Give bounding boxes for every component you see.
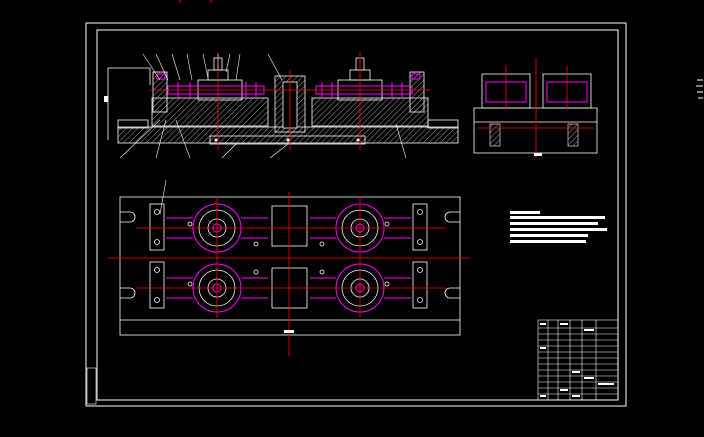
plan-right-jaw-bottom: [412, 261, 428, 309]
note-bar-6: [510, 240, 586, 243]
title-block: [537, 319, 619, 401]
plan-center-lines: [108, 192, 470, 356]
side-label-box: [86, 367, 97, 405]
plan-jaw-bolts: [154, 209, 423, 303]
plan-leader-line: [159, 179, 167, 215]
title-block-text-marks: [540, 323, 614, 397]
title-block-frame: [537, 319, 619, 401]
side-center-lines: [478, 58, 594, 158]
note-bar-5: [510, 234, 588, 237]
note-bar-4: [510, 228, 607, 231]
note-bar-2: [510, 216, 605, 219]
side-hatch: [489, 123, 579, 147]
side-view: [473, 58, 598, 158]
right-clamp-body: [311, 97, 429, 127]
plan-clamp-arms: [166, 217, 411, 299]
plan-mounting-slots: [120, 211, 460, 299]
note-bar-1: [510, 211, 540, 214]
note-bar-3: [510, 222, 598, 225]
left-jaw-block: [152, 71, 168, 113]
plan-outer-plate: [119, 196, 461, 336]
right-jaw-block: [409, 71, 425, 113]
plan-right-jaw-top: [412, 203, 428, 251]
inner-sheet-border: [96, 29, 619, 401]
plan-left-jaw-top: [149, 203, 165, 251]
plan-view-mark: [284, 330, 294, 333]
base-left-step: [117, 119, 149, 129]
side-view-mark: [534, 153, 542, 156]
outer-sheet-border: [85, 22, 627, 407]
plan-left-jaw-bottom: [149, 261, 165, 309]
left-bracket-mark: [104, 96, 108, 102]
lower-rail-bolts: [214, 138, 360, 142]
front-section-view: [104, 52, 459, 159]
lower-rail: [209, 135, 366, 145]
left-clamp-body: [151, 97, 269, 127]
left-bracket-outline: [108, 67, 151, 85]
right-edge-marks: [696, 79, 703, 99]
front-leader-lines: [119, 53, 407, 159]
tech-notes: [510, 211, 607, 243]
plan-view: [108, 179, 470, 356]
plan-center-block-top: [271, 205, 308, 247]
